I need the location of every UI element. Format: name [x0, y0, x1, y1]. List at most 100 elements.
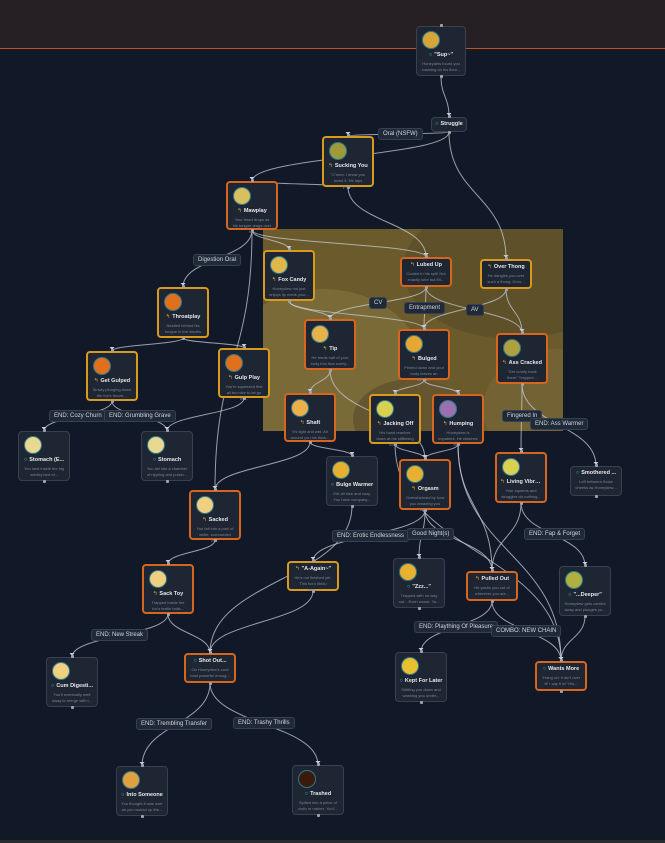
- node-wants-more[interactable]: ○Wants More"Hang on! It ain't over til' …: [535, 661, 587, 691]
- output-handle[interactable]: [417, 607, 421, 610]
- output-handle[interactable]: [350, 505, 354, 508]
- input-handle[interactable]: [594, 464, 598, 467]
- edge-label[interactable]: Digestion Oral: [193, 254, 242, 266]
- input-handle[interactable]: [422, 327, 426, 330]
- output-handle[interactable]: [328, 369, 332, 372]
- output-handle[interactable]: [583, 615, 587, 618]
- input-handle[interactable]: [519, 450, 523, 453]
- edge-label[interactable]: END: Cozy Churn: [49, 410, 107, 422]
- input-handle[interactable]: [70, 655, 74, 658]
- input-handle[interactable]: [504, 257, 508, 260]
- edge-humping-to-pulled-out[interactable]: [457, 443, 493, 572]
- output-handle[interactable]: [519, 502, 523, 505]
- edge-label[interactable]: END: Plaything Of Pleasure: [414, 621, 499, 633]
- input-handle[interactable]: [328, 317, 332, 320]
- node-a-again[interactable]: ↰"A-Again~"He's not finished yet. This f…: [287, 561, 339, 592]
- edge-over-thong-to-ass-cracked[interactable]: [505, 288, 523, 334]
- input-handle[interactable]: [520, 331, 524, 334]
- output-handle[interactable]: [316, 814, 320, 817]
- node-sup[interactable]: ○"Sup~"Honeydew found you roaming on his…: [416, 26, 466, 76]
- edge-label[interactable]: END: Erotic Endlessness: [332, 530, 410, 542]
- edge-shaft-to-sacked[interactable]: [214, 441, 311, 491]
- output-handle[interactable]: [423, 509, 427, 512]
- node-cum-digestion[interactable]: ○Cum Digesti...You'll eventually melt aw…: [46, 657, 98, 707]
- node-ass-cracked[interactable]: ↰Ass Cracked"Get comfy back there" Trapp…: [496, 333, 548, 384]
- input-handle[interactable]: [287, 248, 291, 251]
- edge-label[interactable]: END: Grumbling Grave: [104, 410, 176, 422]
- input-handle[interactable]: [424, 255, 428, 258]
- output-handle[interactable]: [490, 600, 494, 603]
- node-struggle[interactable]: ○Struggle: [431, 117, 467, 132]
- node-deeper[interactable]: ○"...Deeper"Honeydew gets carried away a…: [559, 566, 611, 616]
- output-handle[interactable]: [311, 590, 315, 593]
- edge-label[interactable]: END: Fap & Forget: [524, 528, 586, 540]
- input-handle[interactable]: [490, 569, 494, 572]
- node-sucking-you[interactable]: ↰Sucking You"C'mon. I know you loved it.…: [322, 136, 374, 189]
- node-stomach-e[interactable]: ○Stomach (E...You land inside the big wr…: [18, 431, 70, 481]
- output-handle[interactable]: [42, 480, 46, 483]
- output-handle[interactable]: [393, 443, 397, 446]
- edge-label[interactable]: AV: [466, 304, 484, 316]
- edge-tip-to-shaft[interactable]: [309, 369, 331, 394]
- edge-struggle-to-over-thong[interactable]: [448, 131, 507, 260]
- input-handle[interactable]: [346, 134, 350, 137]
- input-handle[interactable]: [350, 454, 354, 457]
- output-handle[interactable]: [346, 186, 350, 189]
- node-smothered[interactable]: ○Smothered ...Left between those cheeks …: [570, 466, 622, 496]
- input-handle[interactable]: [393, 392, 397, 395]
- edge-fox-candy-to-bulged[interactable]: [288, 300, 425, 330]
- input-handle[interactable]: [439, 24, 443, 27]
- input-handle[interactable]: [417, 556, 421, 559]
- output-handle[interactable]: [213, 539, 217, 542]
- edge-sup-to-struggle[interactable]: [440, 75, 450, 118]
- output-handle[interactable]: [456, 443, 460, 446]
- output-handle[interactable]: [424, 286, 428, 289]
- input-handle[interactable]: [213, 488, 217, 491]
- output-handle[interactable]: [181, 337, 185, 340]
- output-handle[interactable]: [70, 706, 74, 709]
- output-handle[interactable]: [594, 495, 598, 498]
- edge-a-again-to-shot-out[interactable]: [209, 590, 314, 654]
- input-handle[interactable]: [166, 562, 170, 565]
- edge-over-thong-to-bulged[interactable]: [423, 288, 507, 330]
- edge-label[interactable]: Entrapment: [404, 302, 446, 314]
- edge-label[interactable]: COMBO: NEW CHAIN: [491, 625, 562, 637]
- edge-label[interactable]: END: Ass Warmer: [530, 418, 589, 430]
- input-handle[interactable]: [419, 650, 423, 653]
- edge-gulp-play-to-stomach[interactable]: [166, 397, 245, 432]
- edge-deeper-to-wants-more[interactable]: [560, 615, 586, 662]
- output-handle[interactable]: [140, 815, 144, 818]
- edge-orgasm-to-pulled-out[interactable]: [424, 509, 493, 572]
- edge-fox-candy-to-tip[interactable]: [288, 300, 331, 320]
- input-handle[interactable]: [308, 391, 312, 394]
- output-handle[interactable]: [422, 379, 426, 382]
- edge-throatplay-to-gulp-play[interactable]: [182, 337, 245, 349]
- edge-mawplay-to-lubed-up[interactable]: [251, 229, 427, 258]
- edge-humping-to-wants-more[interactable]: [457, 443, 562, 662]
- input-handle[interactable]: [311, 559, 315, 562]
- input-handle[interactable]: [242, 346, 246, 349]
- edge-label[interactable]: Oral (NSFW): [378, 128, 423, 140]
- edge-throatplay-to-get-gulped[interactable]: [111, 337, 184, 352]
- input-handle[interactable]: [165, 429, 169, 432]
- edge-label[interactable]: END: Trembling Transfer: [136, 718, 213, 730]
